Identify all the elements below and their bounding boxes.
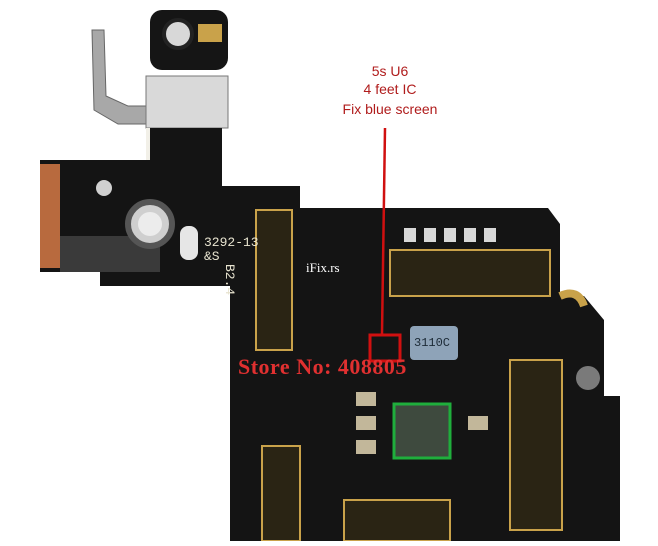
pointer-line (380, 127, 387, 335)
capacitor (356, 440, 376, 454)
right-vertical-connector (509, 359, 563, 531)
store-watermark: Store No: 408805 (238, 354, 407, 379)
gold-pad-top (198, 24, 222, 42)
bottom-left-connector (261, 445, 301, 542)
screw-hole-top (162, 18, 194, 50)
test-pad-row (404, 228, 496, 242)
metal-bracket (91, 29, 147, 125)
small-screw-left (96, 180, 112, 196)
silkscreen-rev: B2.4 (222, 264, 237, 296)
silkscreen-part: 3292-13 (204, 235, 259, 250)
u6-highlight-box (368, 333, 402, 363)
screw-hole (138, 212, 162, 236)
silkscreen-suffix: &S (204, 249, 220, 264)
capacitor (356, 416, 376, 430)
annotation-line3: Fix blue screen (342, 101, 438, 117)
capacitor (468, 416, 488, 430)
annotation-line2: 4 feet IC (363, 81, 417, 97)
chip-marking: 3110C (414, 336, 451, 350)
site-watermark: iFix.rs (306, 260, 340, 275)
orange-flex-strip (40, 164, 60, 268)
left-vertical-connector (255, 209, 293, 351)
annotation-line1: 5s U6 (371, 63, 409, 79)
screw-right (576, 366, 600, 390)
ic-3110c (410, 326, 458, 360)
white-oval-pad (180, 226, 198, 260)
top-horizontal-connector (389, 249, 551, 297)
green-outlined-chip (392, 402, 452, 460)
shield-can-top (145, 75, 229, 129)
bottom-connector (343, 499, 451, 542)
capacitor (356, 392, 376, 406)
gold-contact-right (558, 289, 588, 308)
